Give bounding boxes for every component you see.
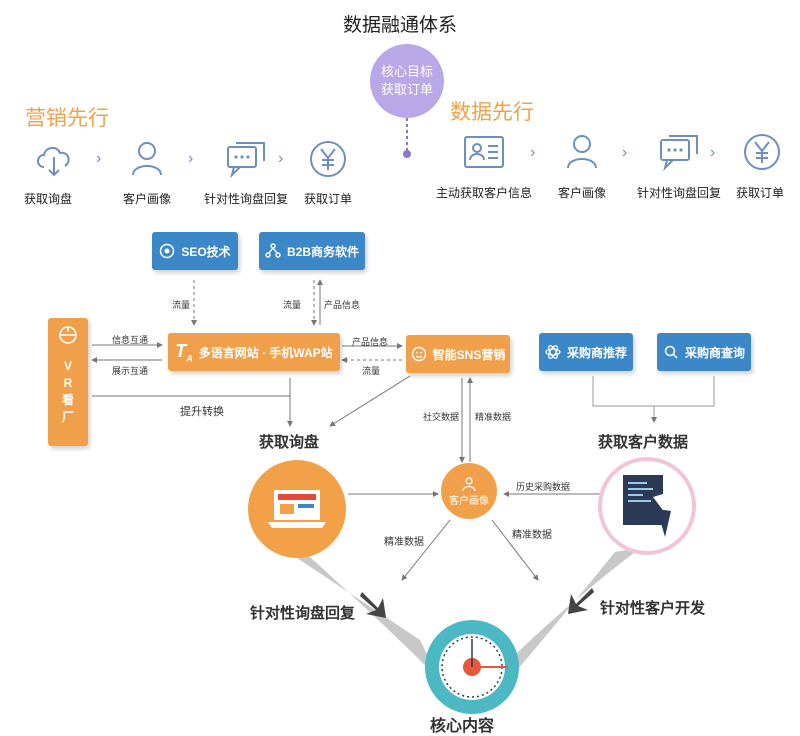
- marketing-title: 营销先行: [25, 107, 109, 130]
- marketing-step-3-icon-wrap: [224, 137, 268, 186]
- seo-traffic-label: 流量: [172, 300, 191, 310]
- core-gauge-circle: [425, 620, 519, 714]
- core-target-line1: 核心目标: [380, 64, 433, 79]
- data-step-4: 获取订单: [735, 186, 784, 200]
- yen-icon: [744, 134, 780, 170]
- vr-char-4: 厂: [61, 410, 74, 424]
- get-inquiry-heading: 获取询盘: [259, 434, 320, 451]
- chevron-right-icon: ›: [710, 144, 716, 161]
- buyer-recommend-label: 采购商推荐: [566, 345, 627, 360]
- data-step-3: 针对性询盘回复: [636, 186, 721, 200]
- chevron-right-icon: ›: [188, 150, 194, 167]
- seo-box: SEO技术: [152, 232, 238, 270]
- core-content-heading: 核心内容: [430, 718, 495, 735]
- yen-icon: [310, 141, 346, 177]
- data-first-title: 数据先行: [450, 101, 534, 124]
- smiley-icon: [411, 346, 426, 362]
- core-target-line2: 获取订单: [380, 82, 433, 97]
- step-get-inquiry-icon-wrap: [32, 137, 76, 186]
- chevron-right-icon: ›: [96, 150, 102, 167]
- get-customer-data-heading: 获取客户数据: [598, 434, 689, 451]
- vr-headset-icon: [59, 326, 77, 344]
- history-purchase-label: 历史采购数据: [516, 482, 571, 492]
- code-document-icon: [623, 475, 673, 537]
- network-icon: [265, 243, 281, 258]
- target-icon: [160, 243, 175, 259]
- sns-traffic-label: 流量: [362, 366, 381, 376]
- info-exchange-label: 信息互通: [112, 335, 149, 345]
- user-icon: [132, 142, 162, 176]
- chevron-right-icon: ›: [622, 144, 628, 161]
- data-step-1-icon-wrap: [462, 130, 506, 179]
- user-icon: [567, 135, 597, 169]
- laptop-icon: [268, 490, 326, 528]
- b2b-label: B2B商务软件: [286, 244, 359, 259]
- chat-bubble-icon: [227, 142, 265, 179]
- b2b-box: B2B商务软件: [259, 232, 365, 270]
- vr-char-2: R: [63, 376, 73, 390]
- laptop-circle: [248, 460, 346, 558]
- marketing-step-2-icon-wrap: [125, 137, 169, 186]
- data-step-2-icon-wrap: [560, 130, 604, 179]
- marketing-step-3: 针对性询盘回复: [203, 192, 288, 206]
- diagram-title: 数据融通体系: [342, 15, 457, 36]
- vr-factory-box: V R 看 厂: [48, 318, 88, 446]
- data-step-2: 客户画像: [557, 186, 606, 200]
- customer-profile-circle: 客户画像: [441, 463, 497, 519]
- translate-icon: TA: [175, 340, 193, 364]
- website-box: TA 多语言网站 · 手机WAP站: [168, 333, 340, 371]
- data-source-circle: [598, 457, 696, 555]
- precise-data-label-top: 精准数据: [475, 412, 512, 422]
- target-dial-icon: [439, 634, 508, 700]
- data-step-3-icon-wrap: [657, 130, 701, 179]
- marketing-step-4-icon-wrap: [306, 137, 350, 186]
- data-step-1: 主动获取客户信息: [435, 186, 532, 200]
- display-exchange-label: 展示互通: [112, 366, 149, 376]
- targeted-reply-heading: 针对性询盘回复: [250, 605, 356, 622]
- buyer-recommend-box: 采购商推荐: [539, 333, 633, 371]
- social-data-label: 社交数据: [423, 412, 460, 422]
- data-step-4-icon-wrap: [740, 130, 784, 179]
- b2b-product-info-label: 产品信息: [324, 300, 361, 310]
- marketing-step-2: 客户画像: [122, 192, 171, 206]
- product-info-label: 产品信息: [352, 337, 389, 347]
- core-target-circle: 核心目标 获取订单: [370, 44, 444, 118]
- atom-icon: [545, 345, 561, 359]
- precise-data-label-left: 精准数据: [384, 537, 424, 548]
- sns-box: 智能SNS营销: [406, 335, 510, 373]
- targeted-dev-heading: 针对性客户开发: [600, 600, 706, 617]
- precise-data-label-right: 精准数据: [512, 530, 552, 541]
- sns-label: 智能SNS营销: [432, 347, 506, 362]
- marketing-step-4: 获取订单: [303, 192, 352, 206]
- user-icon: [462, 476, 476, 491]
- vr-char-1: V: [63, 359, 72, 373]
- b2b-traffic-label: 流量: [283, 300, 302, 310]
- buyer-query-box: 采购商查询: [657, 333, 751, 371]
- search-icon: [664, 345, 678, 359]
- chevron-right-icon: ›: [530, 144, 536, 161]
- seo-label: SEO技术: [181, 244, 231, 259]
- id-card-icon: [464, 136, 504, 168]
- chevron-right-icon: ›: [278, 150, 284, 167]
- vr-char-3: 看: [61, 393, 74, 407]
- chat-bubble-icon: [660, 135, 698, 172]
- customer-profile-label: 客户画像: [449, 495, 489, 507]
- cloud-download-icon: [37, 147, 70, 177]
- website-label: 多语言网站 · 手机WAP站: [198, 345, 333, 360]
- buyer-query-label: 采购商查询: [684, 345, 745, 360]
- upgrade-convert-label: 提升转换: [180, 406, 224, 418]
- marketing-step-1: 获取询盘: [23, 192, 72, 206]
